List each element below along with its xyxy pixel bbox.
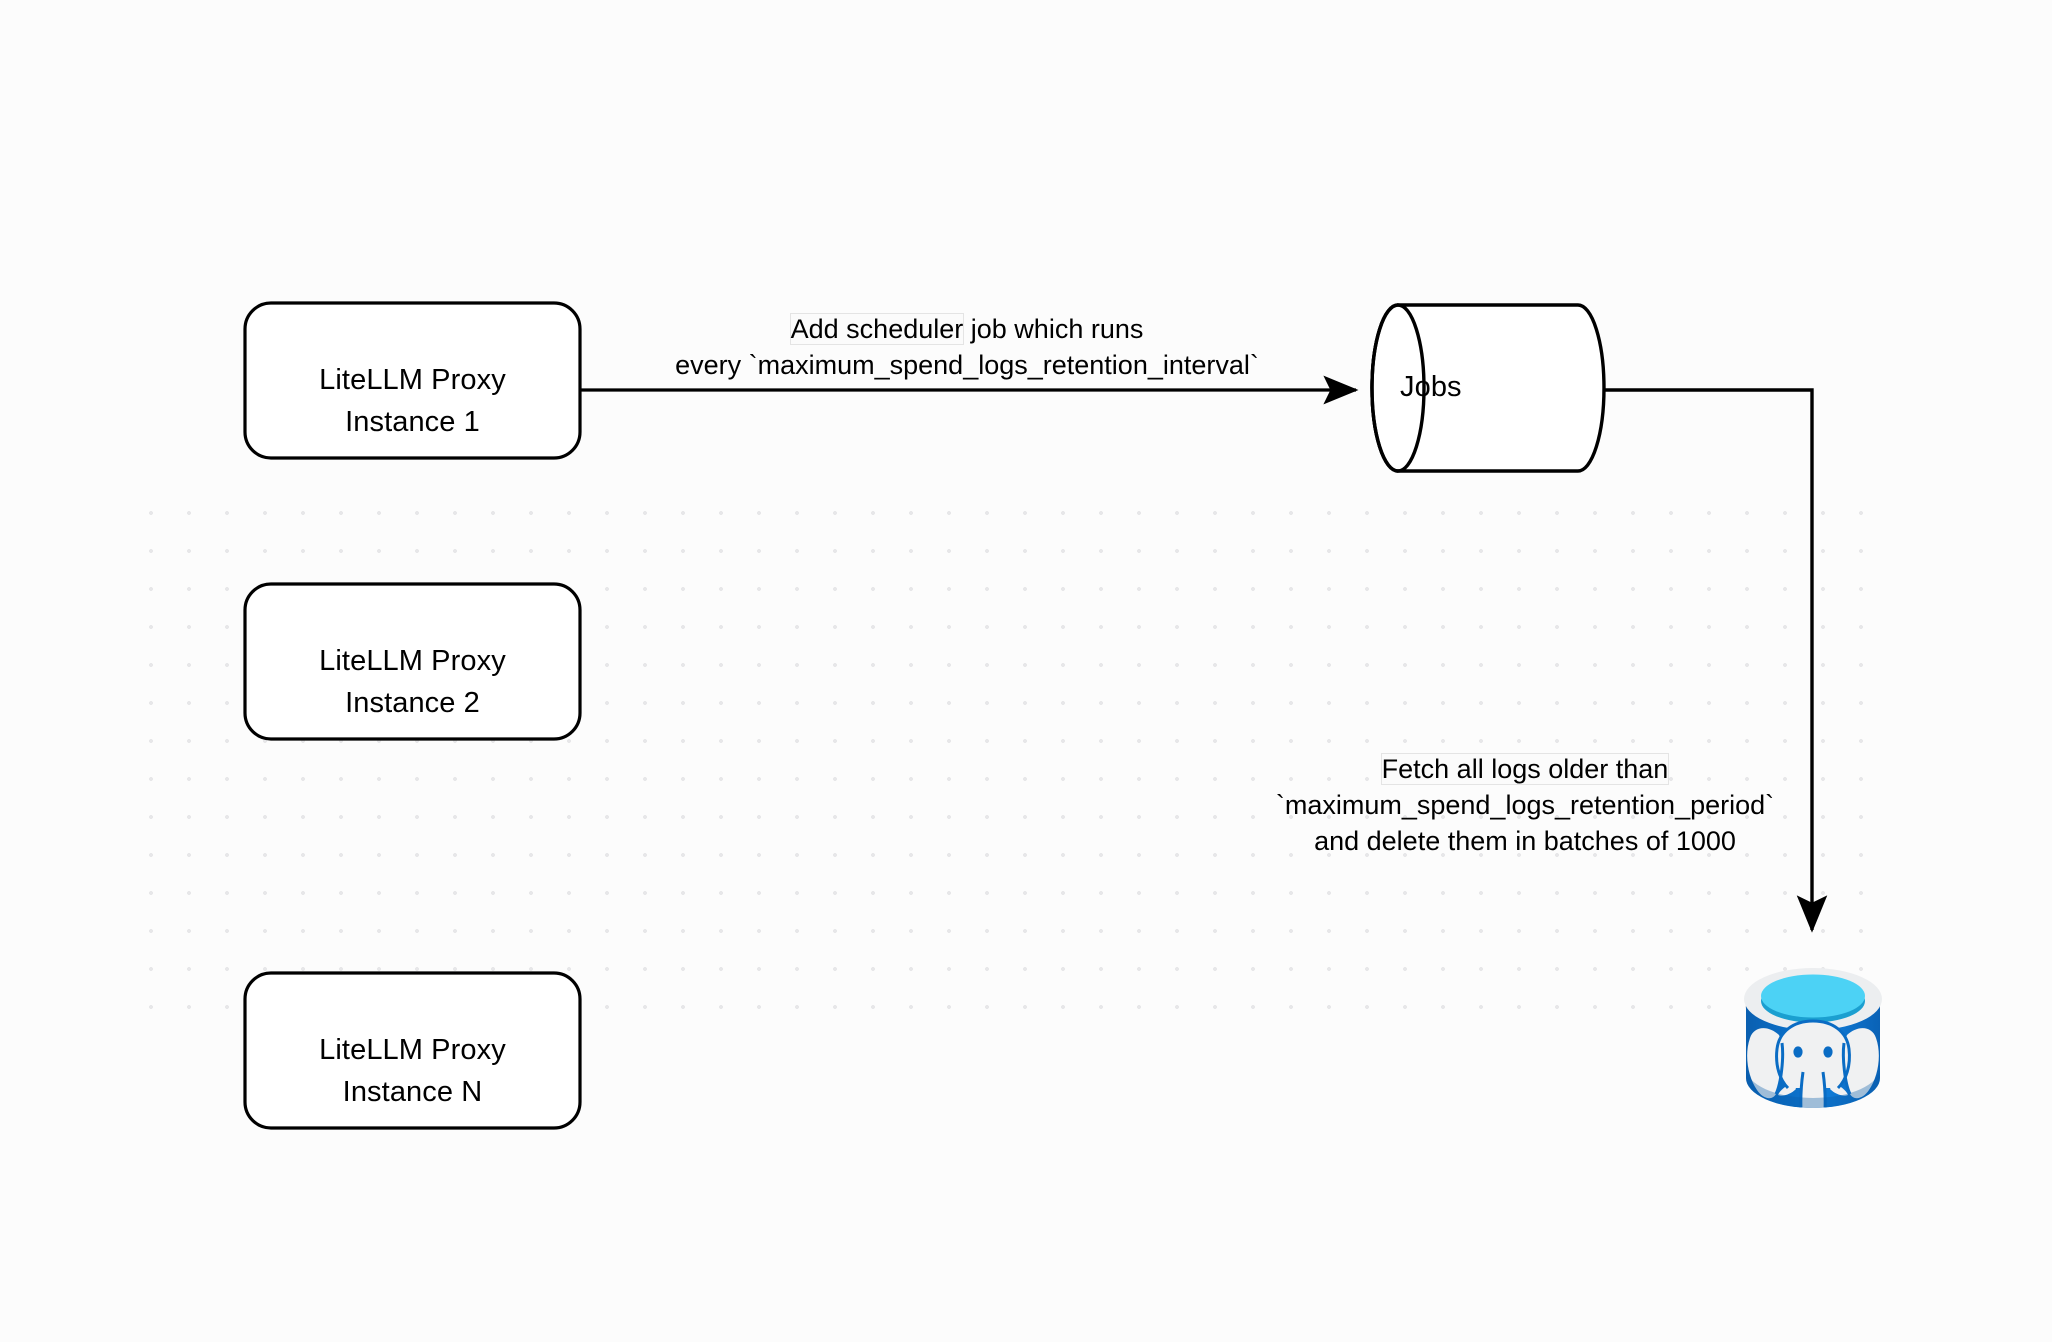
edge-label-scheduler-line-2: every `maximum_spend_logs_retention_inte… <box>675 350 1259 380</box>
edge-label-scheduler-line-1: Add scheduler job which runs <box>578 311 1356 347</box>
elephant-glyph <box>1747 1019 1879 1108</box>
edge-label-fetch-line-1: Fetch all logs older than <box>1245 751 1805 787</box>
edge-jobs-to-postgres <box>1604 388 1828 933</box>
proxy-instance-n-label: LiteLLM Proxy Instance N <box>319 1034 506 1108</box>
edge-label-fetch-highlight: Fetch all logs older than <box>1381 754 1669 784</box>
node-proxy-instance-2[interactable] <box>243 582 582 741</box>
node-jobs-cylinder[interactable] <box>1370 303 1606 473</box>
edge-label-scheduler-rest: job which runs <box>963 314 1144 344</box>
edge-label-scheduler: Add scheduler job which runs every `maxi… <box>578 311 1356 383</box>
edge-label-scheduler-highlight: Add scheduler <box>790 314 964 344</box>
jobs-node-label: Jobs <box>1400 371 1462 403</box>
postgresql-elephant-icon[interactable] <box>1744 968 1882 1130</box>
edge-label-fetch: Fetch all logs older than `maximum_spend… <box>1245 751 1805 859</box>
proxy-instance-1-label: LiteLLM Proxy Instance 1 <box>319 364 506 438</box>
edge-label-fetch-line-2: `maximum_spend_logs_retention_period` <box>1275 790 1775 820</box>
node-proxy-instance-n[interactable] <box>243 971 582 1130</box>
edge-label-fetch-line-3: and delete them in batches of 1000 <box>1314 826 1736 856</box>
node-proxy-instance-1[interactable] <box>243 301 582 460</box>
proxy-instance-2-label: LiteLLM Proxy Instance 2 <box>319 645 506 719</box>
